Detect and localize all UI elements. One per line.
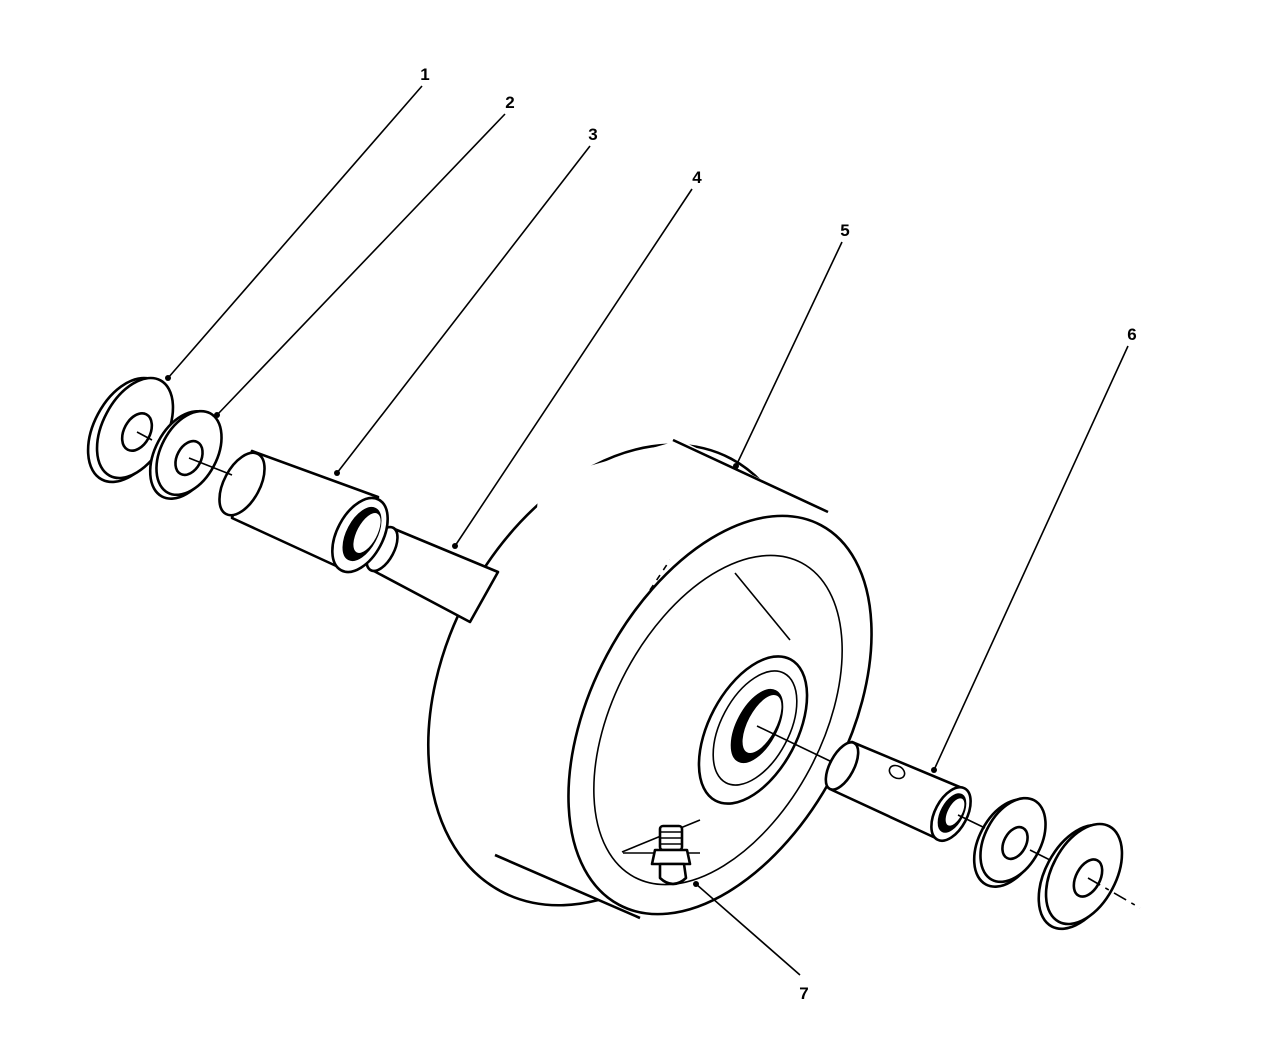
callout-label-5: 5 [840,221,849,240]
center-axis-line [136,431,1141,909]
washer-right-inner [972,796,1047,888]
sleeve-bearing-part-3 [218,449,389,574]
washer-part-2 [148,409,223,500]
leader-dot-1 [165,375,171,381]
leader-lines [165,85,1129,976]
callout-label-1: 1 [420,65,429,84]
leader-line-2 [216,113,506,416]
leader-dot-6 [931,767,937,773]
leader-line-4 [454,188,693,547]
leader-line-3 [336,145,591,474]
callout-label-3: 3 [588,125,597,144]
leader-line-7 [695,883,801,976]
callout-labels: 1 2 3 4 5 6 7 [420,65,1136,1003]
callout-label-7: 7 [799,984,808,1003]
leader-line-5 [735,241,843,467]
leader-dot-5 [733,463,739,469]
callout-label-4: 4 [692,168,702,187]
wheel-part-5 [426,438,873,920]
leader-dot-7 [693,881,699,887]
leader-line-6 [933,345,1129,771]
callout-label-6: 6 [1127,325,1136,344]
bushing-part-6 [824,740,972,842]
callout-label-2: 2 [505,93,514,112]
leader-dot-2 [214,412,220,418]
leader-dot-3 [334,470,340,476]
leader-line-1 [167,85,423,379]
axle-part-4 [365,525,500,624]
grease-fitting-part-7 [650,824,692,886]
washer-right-outer [1037,822,1124,931]
leader-dot-4 [452,543,458,549]
